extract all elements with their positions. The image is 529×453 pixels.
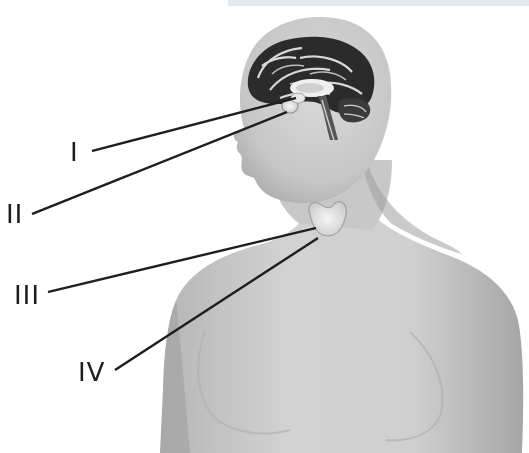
label-iii: III: [14, 283, 40, 309]
label-i: I: [70, 140, 79, 166]
label-ii: II: [6, 202, 23, 228]
label-iv: IV: [78, 360, 105, 386]
